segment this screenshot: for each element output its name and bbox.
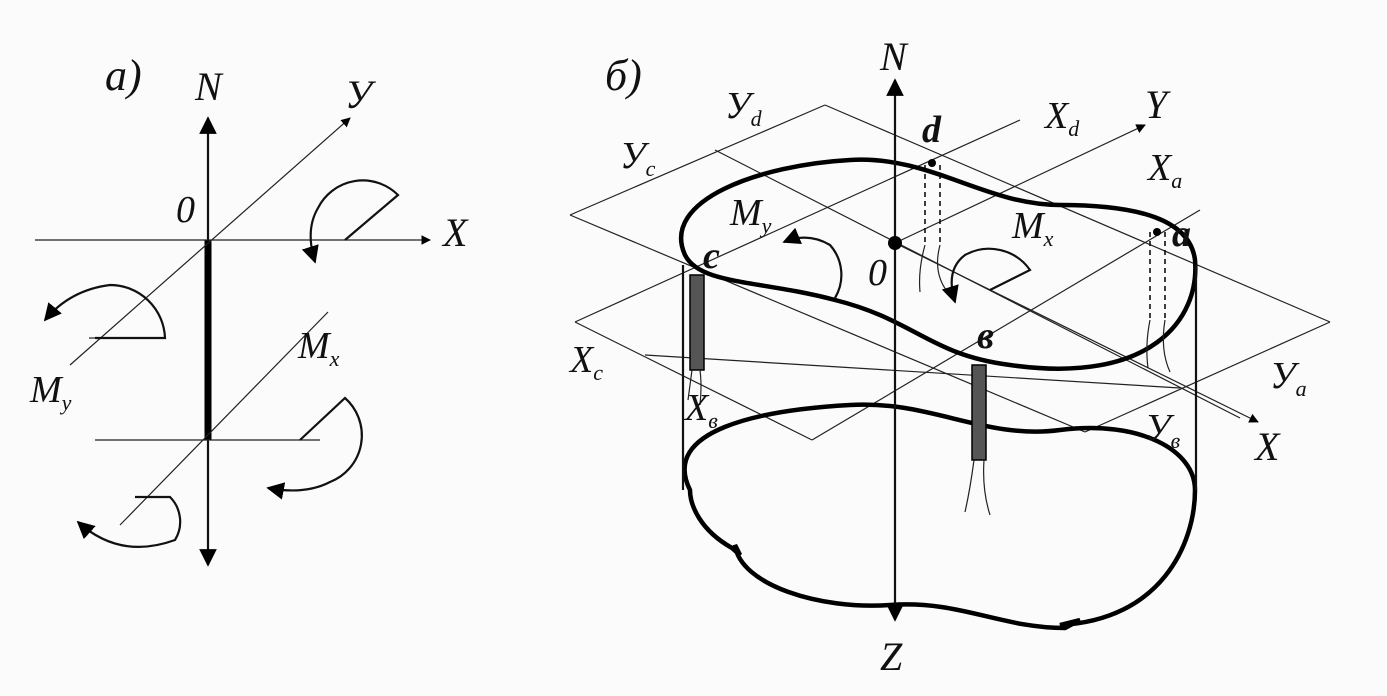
- grid-lines: [569, 104, 1331, 441]
- coord-label-xc: Xc: [568, 339, 603, 385]
- origin-label: 0: [176, 189, 195, 231]
- mx-label-b: Mx: [1011, 205, 1054, 251]
- panel-b: б) Y X N Z: [568, 34, 1331, 679]
- shell-lower-contour: [682, 402, 1198, 631]
- moment-arrow-upper-right: [301, 179, 400, 264]
- mx-label-a: Mx: [297, 325, 340, 371]
- axis-n-label: N: [194, 64, 224, 109]
- point-d-label: d: [922, 109, 942, 151]
- panel-a-label: а): [105, 51, 142, 100]
- coord-label-xd: Xd: [1043, 95, 1080, 141]
- y-axis-b: [894, 124, 1146, 244]
- moment-arrow-upper-left: [43, 283, 167, 340]
- axis-y-label-b: Y: [1145, 82, 1171, 127]
- y-line-lower: [119, 311, 329, 526]
- shell-upper-contour: [678, 157, 1198, 371]
- panel-b-label: б): [605, 51, 642, 100]
- moment-arrow-my-b: [782, 227, 843, 299]
- coord-label-xa: Xa: [1146, 147, 1182, 193]
- coord-label-yd: Уd: [725, 85, 763, 131]
- axis-x-label-b: X: [1253, 424, 1281, 469]
- point-d-marker: [928, 159, 936, 167]
- coord-label-yv: Ув: [1145, 407, 1181, 453]
- point-a-marker: [1153, 228, 1161, 236]
- gauge-v: [964, 364, 991, 516]
- moment-arrow-lower-right: [266, 396, 363, 500]
- moment-arrow-lower-left: [76, 495, 182, 548]
- axis-z-label-b: Z: [880, 634, 903, 679]
- origin-point: [888, 236, 902, 250]
- coord-label-yc: Уc: [620, 135, 656, 181]
- gauge-a: [1146, 232, 1171, 373]
- panel-a: а) N X У 0 Mx My: [29, 51, 469, 567]
- point-c-label: c: [703, 235, 720, 277]
- my-label-b: My: [729, 192, 772, 238]
- coord-label-xv: Xв: [683, 387, 718, 433]
- x-axis-b: [894, 242, 1259, 423]
- axis-y-label: У: [345, 72, 377, 117]
- gauge-d: [918, 165, 951, 296]
- point-v-label: в: [977, 315, 994, 357]
- origin-label-b: 0: [868, 252, 887, 294]
- y-axis-upper: [69, 117, 351, 366]
- axis-n-label-b: N: [879, 34, 909, 79]
- my-label-a: My: [29, 369, 72, 415]
- point-a-label: a: [1172, 213, 1191, 255]
- coord-label-ya: Уa: [1270, 355, 1307, 401]
- moment-arrow-mx-b: [941, 247, 1032, 304]
- gauge-c: [687, 274, 705, 406]
- axis-x-label: X: [441, 210, 469, 255]
